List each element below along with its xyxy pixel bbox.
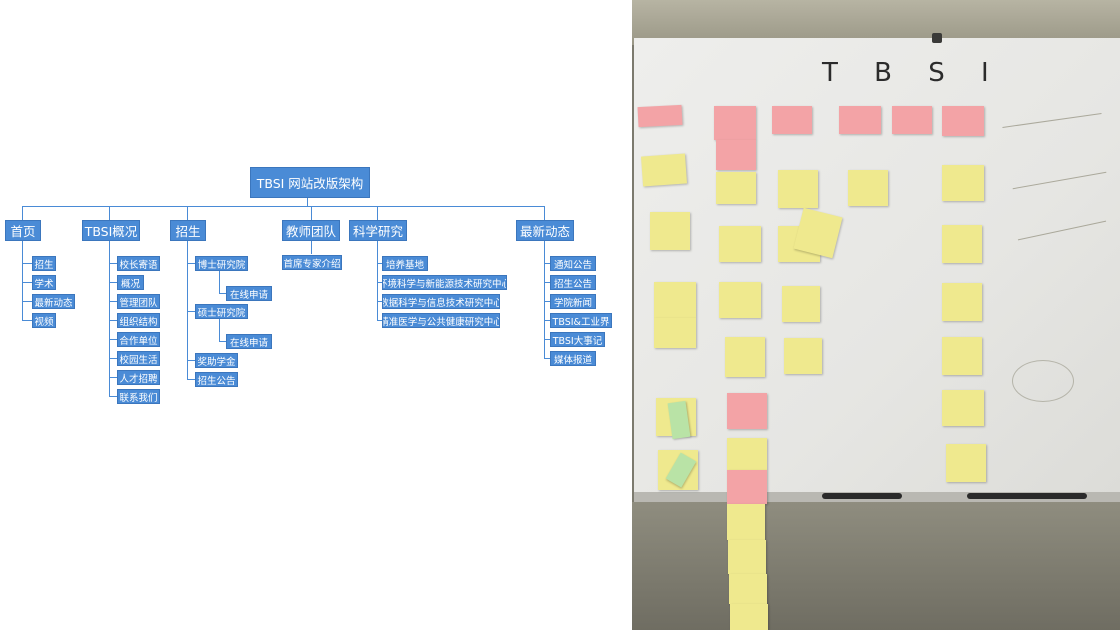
board-clip-icon [932, 33, 942, 43]
sticky-note [942, 225, 982, 263]
child-node: TBSI&工业界 [550, 313, 612, 328]
sticky-note [942, 165, 984, 201]
sticky-note [946, 444, 986, 482]
sticky-note [942, 390, 984, 426]
connector [544, 241, 545, 358]
sticky-note [728, 540, 766, 574]
marker-icon [967, 493, 1087, 499]
child-node: 招生公告 [195, 372, 238, 387]
wall-background [632, 0, 1120, 45]
connector [311, 206, 312, 220]
grandchild-node: 在线申请 [226, 334, 272, 349]
child-node: 学院新闻 [550, 294, 596, 309]
connector [187, 241, 188, 379]
sticky-note [716, 172, 756, 204]
sticky-note [942, 283, 982, 321]
connector [377, 206, 378, 220]
connector [22, 241, 23, 320]
connector [22, 206, 544, 207]
sticky-note [778, 170, 818, 208]
sticky-note [784, 338, 822, 374]
section-node-research: 科学研究 [349, 220, 407, 241]
section-node-news: 最新动态 [516, 220, 574, 241]
sticky-note [942, 106, 984, 136]
connector [307, 198, 308, 206]
sticky-note [637, 104, 683, 128]
sticky-note [719, 282, 761, 318]
sticky-note [942, 337, 982, 375]
child-node: 联系我们 [117, 389, 160, 404]
sitemap-root-node: TBSI 网站改版架构 [250, 167, 370, 198]
sticky-note [727, 438, 767, 470]
child-node: 校园生活 [117, 351, 160, 366]
sticky-note [782, 286, 820, 322]
child-node: 硕士研究院 [195, 304, 248, 319]
whiteboard-heading: T B S I [822, 58, 1003, 88]
sticky-note [719, 226, 761, 262]
section-node-faculty: 教师团队 [282, 220, 340, 241]
connector [109, 241, 110, 396]
connector [311, 241, 312, 254]
sticky-note [725, 337, 765, 377]
child-node: 合作单位 [117, 332, 160, 347]
sticky-note [654, 282, 696, 318]
section-node-admissions: 招生 [170, 220, 206, 241]
sticky-note [730, 604, 768, 630]
child-node: 校长寄语 [117, 256, 160, 271]
whiteboard-photo: T B S I [632, 0, 1120, 630]
child-node: 精准医学与公共健康研究中心 [382, 313, 500, 328]
child-node: 媒体报道 [550, 351, 596, 366]
child-node: 概况 [117, 275, 144, 290]
child-node: 数据科学与信息技术研究中心 [382, 294, 500, 309]
child-node: 最新动态 [32, 294, 75, 309]
sticky-note [772, 106, 812, 134]
sticky-note [839, 106, 881, 134]
child-node: 招生 [32, 256, 56, 271]
ink-circle [1012, 360, 1074, 402]
sticky-note [650, 212, 690, 250]
connector [544, 206, 545, 220]
child-node: 视频 [32, 313, 56, 328]
child-node: 管理团队 [117, 294, 160, 309]
connector [22, 206, 23, 220]
child-node: 首席专家介绍 [282, 255, 342, 270]
child-node: 培养基地 [382, 256, 428, 271]
connector [377, 241, 378, 320]
child-node: 招生公告 [550, 275, 596, 290]
sticky-note [892, 106, 932, 134]
grandchild-node: 在线申请 [226, 286, 272, 301]
child-node: 奖助学金 [195, 353, 238, 368]
child-node: 通知公告 [550, 256, 596, 271]
lower-wall [632, 502, 1120, 630]
sticky-note [848, 170, 888, 206]
sitemap-diagram: TBSI 网站改版架构 首页 TBSI概况 招生 教师团队 科学研究 最新动态 … [5, 167, 612, 404]
sticky-note [654, 318, 696, 348]
connector [187, 206, 188, 220]
marker-icon [822, 493, 902, 499]
child-node: 环境科学与新能源技术研究中心 [382, 275, 507, 290]
sticky-note [727, 504, 765, 540]
child-node: TBSI大事记 [550, 332, 605, 347]
section-node-home: 首页 [5, 220, 41, 241]
connector [109, 206, 110, 220]
sticky-note [727, 470, 767, 504]
sticky-note [714, 106, 756, 140]
child-node: 组织结构 [117, 313, 160, 328]
sticky-note [729, 574, 767, 604]
child-node: 博士研究院 [195, 256, 248, 271]
child-node: 人才招聘 [117, 370, 160, 385]
sticky-note [716, 140, 756, 170]
sticky-note [641, 153, 687, 187]
child-node: 学术 [32, 275, 56, 290]
section-node-about: TBSI概况 [82, 220, 140, 241]
sticky-note [727, 393, 767, 429]
